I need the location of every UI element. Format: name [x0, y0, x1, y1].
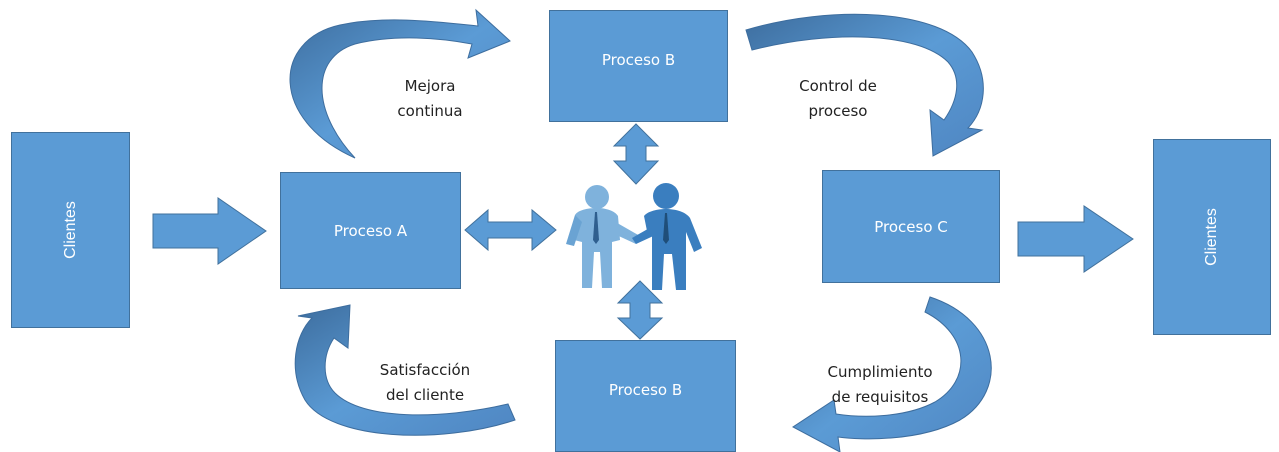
proceso-a-label: Proceso A [333, 221, 408, 240]
note-control-proceso: Control de proceso [778, 74, 898, 124]
clientes-right-label: Clientes [1203, 208, 1220, 266]
curved-arrow-cumplimiento [792, 296, 992, 452]
note-satisfaccion-line-1: Satisfacción [379, 361, 471, 379]
double-arrow-proceso-a-people [464, 208, 557, 252]
clientes-left-label: Clientes [61, 201, 79, 259]
note-satisfaccion-line-2: del cliente [385, 386, 465, 404]
proceso-c-label: Proceso C [874, 217, 948, 236]
proceso-c-box: Proceso C [822, 170, 1000, 283]
proceso-b-bottom-box: Proceso B [555, 340, 736, 452]
note-cumplimiento-line-1: Cumplimiento [827, 363, 933, 381]
curved-arrow-satisfaccion [294, 304, 516, 436]
double-arrow-people-proceso-b-bottom [616, 280, 664, 340]
handshake-people-icon [566, 183, 702, 290]
note-cumplimiento-line-2: de requisitos [831, 388, 929, 406]
proceso-b-top-label: Proceso B [601, 51, 676, 69]
clientes-left-box: Clientes [11, 132, 130, 328]
clientes-right-box: Clientes [1153, 139, 1271, 335]
note-mejora-continua: Mejora continua [370, 74, 490, 124]
note-mejora-line-2: continua [397, 102, 463, 120]
note-cumplimiento-requisitos: Cumplimiento de requisitos [796, 360, 964, 410]
proceso-a-box: Proceso A [280, 172, 461, 289]
note-control-line-2: proceso [808, 102, 868, 120]
note-control-line-1: Control de [799, 77, 877, 95]
note-mejora-line-1: Mejora [404, 77, 456, 95]
proceso-b-bottom-label: Proceso B [608, 381, 683, 399]
double-arrow-proceso-b-top-people [612, 123, 660, 185]
proceso-b-top-box: Proceso B [549, 10, 728, 122]
curved-arrow-control-proceso [745, 13, 984, 157]
arrow-proceso-c-to-clientes [1017, 205, 1134, 273]
arrow-clientes-to-proceso-a [152, 197, 267, 265]
curved-arrow-mejora-continua [289, 8, 511, 159]
note-satisfaccion-cliente: Satisfacción del cliente [355, 358, 495, 408]
